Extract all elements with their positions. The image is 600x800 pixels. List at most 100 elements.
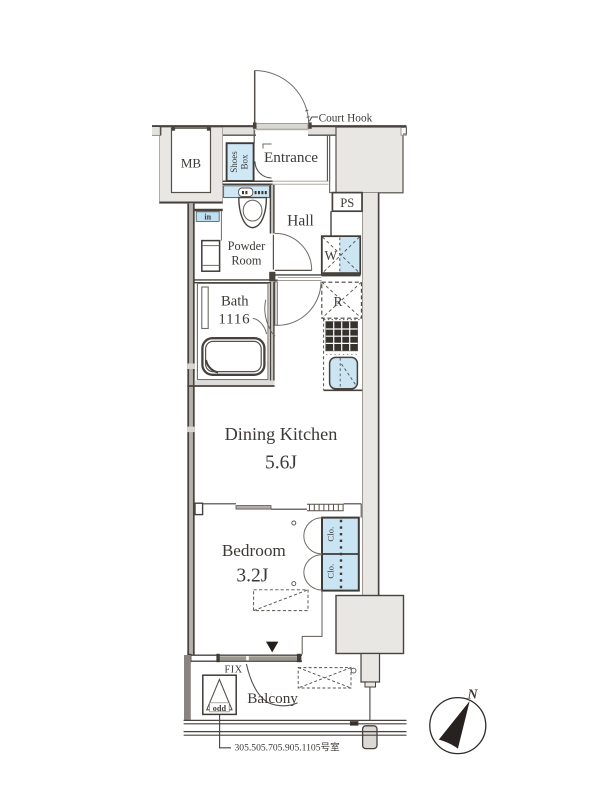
hatch-label: odd bbox=[213, 704, 227, 713]
south-window-band bbox=[184, 653, 302, 663]
bathtub-sketch-line bbox=[205, 359, 219, 374]
door-swing-ticks bbox=[305, 109, 310, 118]
compass-north-label: N bbox=[467, 687, 479, 702]
court-hook-label: Court Hook bbox=[319, 112, 373, 124]
entrance-fixtures bbox=[225, 142, 272, 182]
closet-door-arc-1 bbox=[303, 517, 323, 537]
fix-window-label: FIX bbox=[224, 665, 242, 676]
door-knob-mark-top bbox=[291, 520, 297, 526]
ps-box bbox=[331, 191, 363, 213]
room-number-leader bbox=[219, 714, 231, 749]
court-hook-leader bbox=[308, 116, 318, 122]
vanity-cabinet-lines bbox=[201, 245, 220, 266]
shoes-box-label-line1: Shoes bbox=[229, 151, 239, 173]
bath-south-wall-fill bbox=[194, 380, 275, 386]
bedroom-misc bbox=[253, 589, 323, 655]
entrance-threshold bbox=[256, 123, 309, 130]
stove-grid bbox=[325, 321, 358, 351]
balcony-side-wall bbox=[360, 652, 381, 683]
balcony-west-wall bbox=[184, 655, 191, 721]
closet-door-arc-4 bbox=[303, 572, 323, 591]
door-post-left bbox=[252, 122, 257, 129]
west-wall-seam bbox=[187, 363, 195, 369]
sink-dashed-diag bbox=[341, 363, 356, 385]
dk-door-swing-arc bbox=[277, 281, 322, 326]
dk-door bbox=[274, 281, 322, 326]
powder-room-label-line1: Powder bbox=[228, 239, 266, 253]
bath-label-leader bbox=[252, 317, 268, 335]
mb-corner-mark bbox=[206, 127, 211, 131]
bedroom-se-step bbox=[301, 590, 323, 655]
balcony-access-triangle bbox=[266, 641, 279, 653]
refrigerator-space bbox=[321, 281, 362, 319]
top-right-corner-step bbox=[403, 127, 407, 135]
neighbor-wall-mass-bottom bbox=[335, 594, 405, 655]
top-left-wall-stub bbox=[152, 127, 160, 136]
mb-corner-mark bbox=[171, 127, 176, 131]
bed-dashed-outline bbox=[253, 589, 309, 612]
bedroom-label-line1: Bedroom bbox=[222, 541, 287, 560]
entrance-ps-connector bbox=[329, 181, 333, 194]
entrance-step-arc bbox=[254, 161, 272, 179]
washer-label: W bbox=[325, 248, 338, 263]
shoes-box-label-line2: Box bbox=[239, 154, 249, 170]
bath-label-line1: Bath bbox=[221, 294, 249, 310]
shoes-box bbox=[225, 142, 255, 182]
bath-inner-room bbox=[196, 282, 269, 381]
washer-bottom-wall bbox=[321, 272, 361, 277]
hall-dk-wall bbox=[269, 274, 322, 281]
vanity bbox=[195, 211, 221, 272]
balcony-label: Balcony bbox=[247, 690, 298, 707]
hatch-label-box bbox=[209, 702, 230, 713]
refrigerator-label: R bbox=[334, 294, 343, 309]
bath-counter bbox=[201, 286, 209, 330]
bath-east-wall-fill bbox=[270, 282, 275, 381]
bath-walls bbox=[187, 279, 275, 387]
west-wall-seam bbox=[187, 426, 195, 433]
bathtub bbox=[201, 337, 266, 376]
neighbor-wall-mass-top bbox=[335, 126, 404, 194]
closet-door-arc-3 bbox=[303, 554, 323, 573]
toilet-tank-marks bbox=[242, 191, 267, 195]
closet-door-arc-2 bbox=[303, 535, 323, 555]
room-numbers-label: 305.505.705.905.1105号室 bbox=[235, 742, 341, 754]
entrance-door bbox=[252, 70, 312, 130]
vanity-in-label: in bbox=[204, 213, 211, 222]
sliding-door-panel bbox=[235, 505, 272, 510]
rail-marker bbox=[350, 721, 359, 726]
compass-needle bbox=[438, 701, 470, 749]
ps-label: PS bbox=[340, 196, 354, 210]
bath-label-line2: 1116 bbox=[218, 311, 250, 327]
boundary-pillar bbox=[194, 502, 204, 516]
hall-label: Hall bbox=[287, 213, 314, 230]
balcony-area bbox=[183, 655, 407, 749]
entrance-north-wall-left bbox=[222, 127, 256, 136]
bath-door-curve bbox=[264, 299, 276, 337]
dk-door-leaf bbox=[274, 281, 278, 326]
drain-pipe bbox=[361, 725, 378, 750]
sliding-window-glazing bbox=[248, 656, 297, 661]
labels: Court Hook MB Shoes Box Entrance PS Hall… bbox=[181, 112, 479, 753]
mb-label: MB bbox=[181, 155, 202, 170]
ac-unit-dashed-box bbox=[297, 667, 352, 689]
kitchen-sink bbox=[328, 356, 359, 390]
window-post-right bbox=[296, 653, 302, 663]
closet-label-bottom: Clo. bbox=[325, 564, 335, 579]
balcony-rails bbox=[183, 719, 407, 736]
mb-box bbox=[170, 127, 212, 194]
wall-masses bbox=[152, 126, 407, 750]
closet bbox=[291, 516, 360, 592]
entrance-door-swing-arc bbox=[254, 70, 310, 125]
balcony-side-wall-stub bbox=[364, 681, 376, 688]
bedroom-label-line2: 3.2J bbox=[236, 566, 268, 587]
washer-blue-area bbox=[339, 237, 360, 273]
west-exterior-wall bbox=[187, 203, 195, 655]
washer-diag-2 bbox=[322, 236, 360, 274]
ac-unit-dashed-diag bbox=[298, 667, 352, 689]
ac-knob-mark bbox=[350, 667, 357, 674]
refrigerator-diag bbox=[321, 281, 362, 319]
entrance-north-wall-right bbox=[308, 127, 337, 136]
powder-room-label-line2: Room bbox=[231, 254, 261, 268]
balcony-door-curve bbox=[245, 663, 298, 707]
